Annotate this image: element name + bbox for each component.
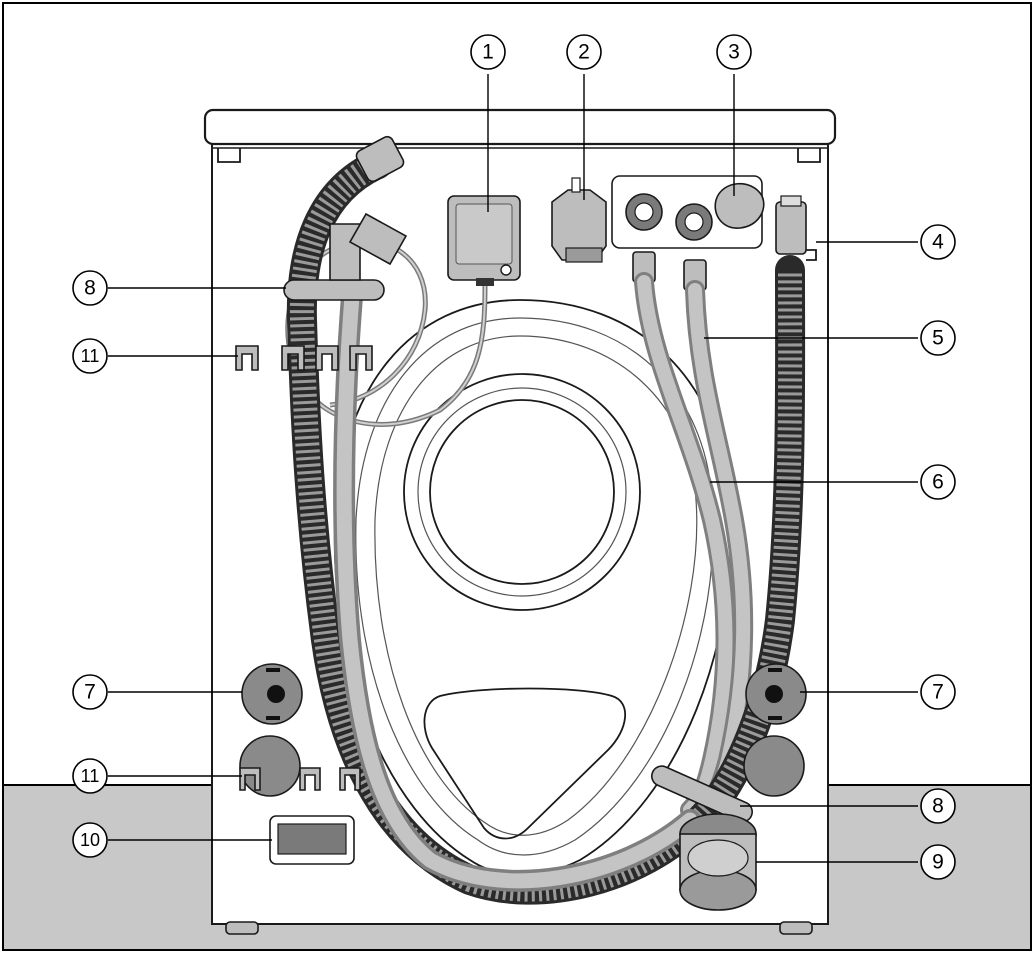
callout-4-label: 4	[932, 231, 944, 254]
access-cover-inner	[277, 823, 347, 855]
callout-8-upper: 8	[72, 270, 108, 306]
callout-10: 10	[72, 822, 108, 858]
drum-ring-inner	[429, 399, 615, 585]
callout-4: 4	[920, 224, 956, 260]
machine-lid	[203, 108, 837, 146]
drum-ring-mid	[417, 387, 627, 597]
foot-right	[779, 921, 813, 935]
callout-3: 3	[716, 34, 752, 70]
callout-7-right: 7	[920, 674, 956, 710]
callout-10-label: 10	[80, 830, 100, 850]
hose-clip-row-upper	[235, 345, 373, 371]
callout-11-lower-label: 11	[81, 766, 100, 786]
callout-6: 6	[920, 464, 956, 500]
mains-plug-slot	[571, 177, 581, 193]
callout-1: 1	[470, 34, 506, 70]
callout-11-upper: 11	[72, 338, 108, 374]
lid-clip-left	[217, 148, 241, 163]
callout-9-label: 9	[932, 851, 944, 874]
inner-drain-hose-core	[336, 288, 698, 889]
callout-2-label: 2	[578, 41, 590, 64]
power-supply-box-face	[455, 203, 513, 265]
lid-clip-right	[797, 148, 821, 163]
transit-bar-socket-right	[745, 663, 807, 725]
hose-clip-row-lower	[239, 767, 361, 791]
transit-bar-socket-left	[241, 663, 303, 725]
hose-holder-upper	[283, 279, 385, 301]
cold-inlet-hose-core	[637, 275, 733, 817]
callout-8-lower: 8	[920, 788, 956, 824]
power-supply-screw	[500, 264, 512, 276]
callout-11-upper-label: 11	[81, 346, 100, 366]
hose-holder-lower	[651, 765, 753, 823]
power-supply-plug	[476, 278, 494, 286]
hose-outlet-bend	[775, 201, 807, 255]
hose-outlet-bend-hook	[806, 249, 817, 261]
mains-plug-base	[565, 247, 603, 263]
callout-7-left: 7	[72, 674, 108, 710]
drain-hose-connector	[355, 135, 405, 183]
callout-6-label: 6	[932, 471, 944, 494]
foot-left	[225, 921, 259, 935]
lower-recess	[423, 687, 627, 840]
callout-8-upper-label: 8	[84, 277, 96, 300]
u-bend-arm	[348, 212, 408, 266]
inlet-valve-right-center	[684, 212, 704, 232]
transit-cap-right	[743, 735, 805, 797]
callout-7-right-label: 7	[932, 681, 944, 704]
callout-3-label: 3	[728, 41, 740, 64]
drum-ring-outer	[403, 373, 641, 611]
leader-lines	[108, 74, 918, 863]
hose-outlet-bend-tip	[780, 195, 802, 207]
callout-1-label: 1	[482, 41, 494, 64]
transit-cap-left	[239, 735, 301, 797]
callout-2: 2	[566, 34, 602, 70]
callout-5: 5	[920, 320, 956, 356]
callout-9: 9	[920, 844, 956, 880]
drain-outlet-opening	[687, 839, 749, 877]
callout-8-lower-label: 8	[932, 795, 944, 818]
water-inlet-cover	[714, 182, 765, 229]
callout-5-label: 5	[932, 327, 944, 350]
callout-11-lower: 11	[72, 758, 108, 794]
drum-housing-mid	[355, 317, 714, 856]
inlet-valve-left-center	[634, 202, 654, 222]
callout-7-left-label: 7	[84, 681, 96, 704]
